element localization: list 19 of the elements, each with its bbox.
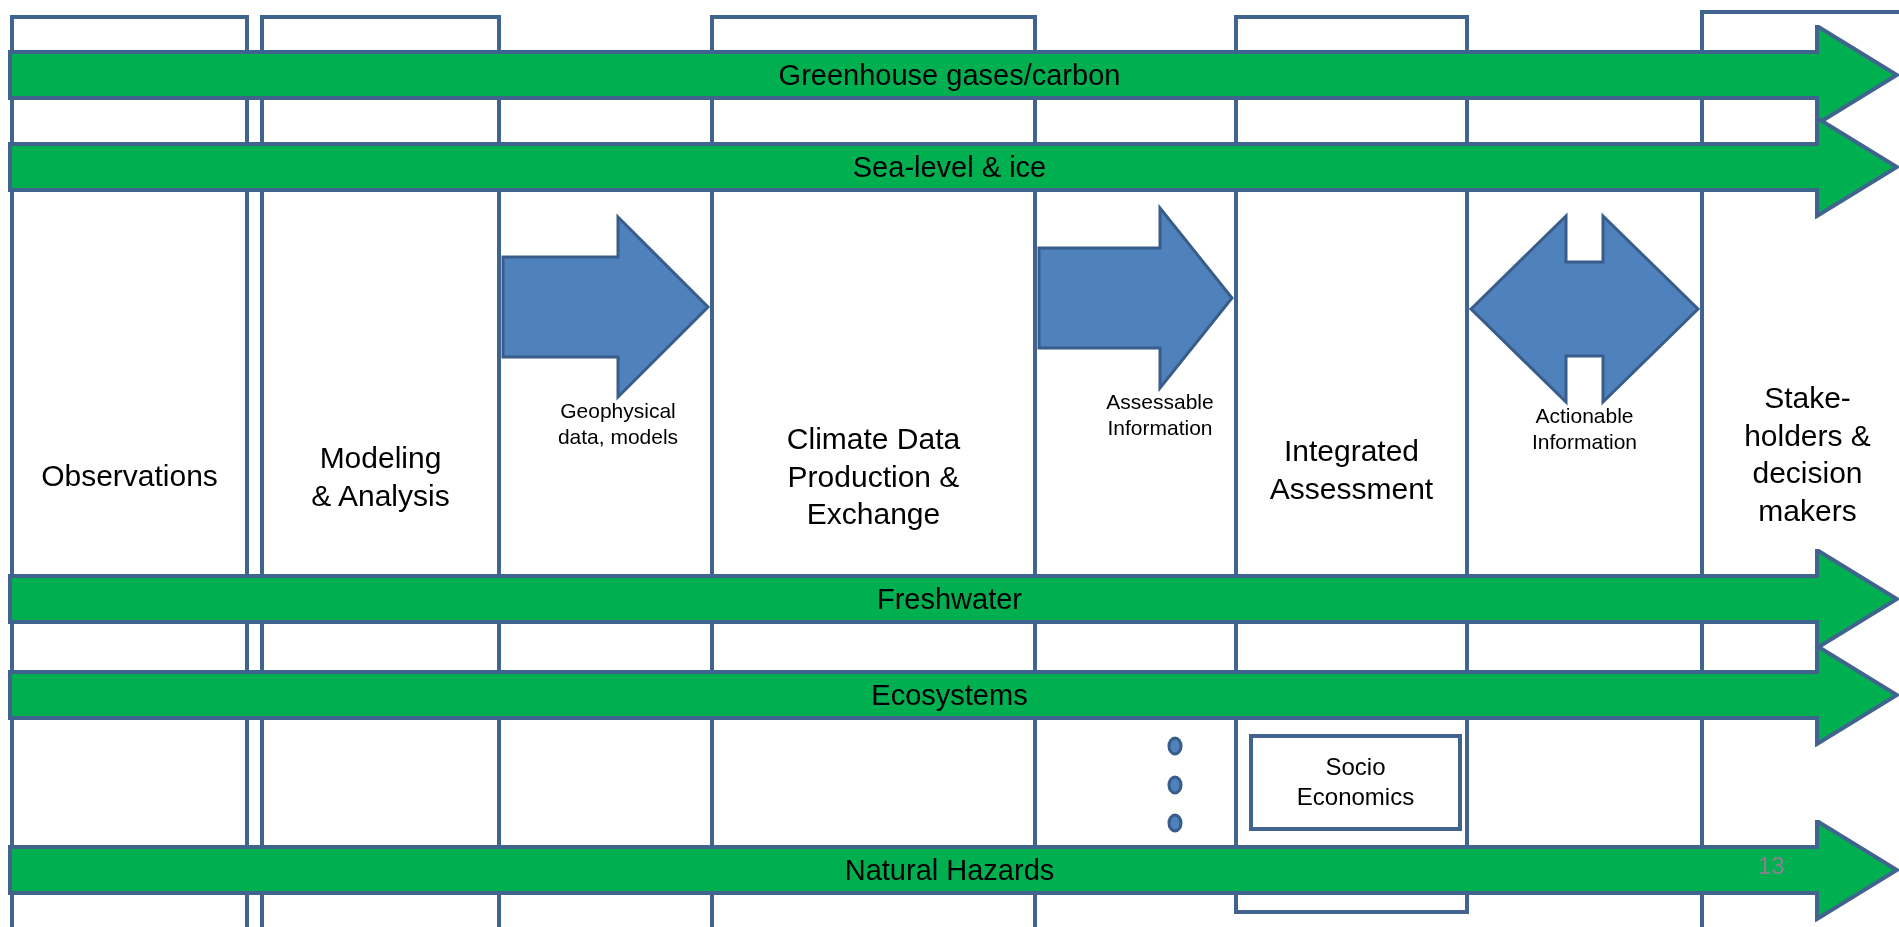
edge-label: Actionable Information: [1530, 403, 1639, 456]
band-label: Sea-level & ice: [852, 150, 1047, 184]
edge-label: Geophysical data, models: [556, 398, 680, 451]
column-title: Observations: [40, 458, 219, 495]
column-title: Integrated Assessment: [1268, 432, 1435, 506]
column-title: Socio Economics: [1295, 752, 1416, 812]
band-label: Greenhouse gases/carbon: [778, 58, 1121, 92]
block-arrow: [1037, 203, 1234, 393]
edge-label: Assessable Information: [1105, 389, 1215, 442]
block-arrow: [501, 213, 711, 401]
column-title: Modeling & Analysis: [310, 439, 451, 514]
band-label: Natural Hazards: [844, 853, 1055, 887]
column-title: Stake- holders & decision makers: [1743, 380, 1872, 529]
band-label: Ecosystems: [871, 678, 1028, 712]
inner-box: [1249, 734, 1462, 831]
band-label: Freshwater: [877, 582, 1022, 616]
column-title: Climate Data Production & Exchange: [785, 420, 962, 532]
double-block-arrow: [1468, 212, 1701, 406]
page-number: 13: [1758, 852, 1785, 880]
